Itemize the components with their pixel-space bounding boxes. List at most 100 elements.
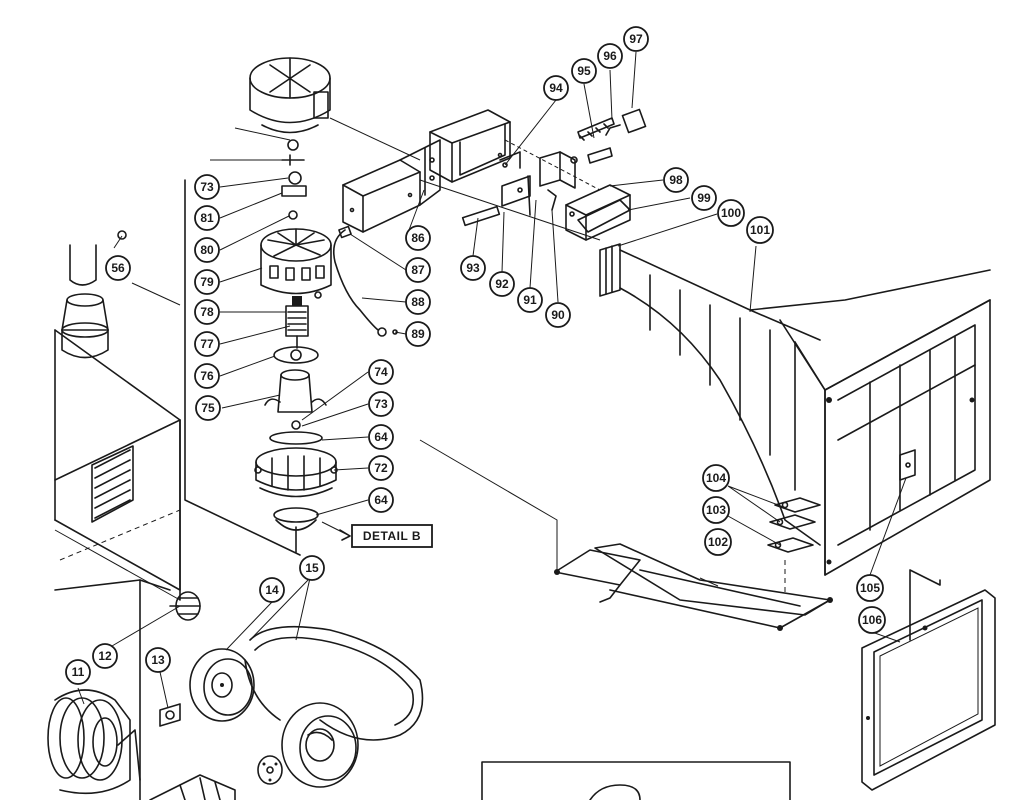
bracket-set-103-104 — [767, 497, 821, 553]
callout-100: 100 — [717, 199, 745, 227]
svg-text:86: 86 — [411, 231, 425, 245]
clip-91 — [539, 151, 576, 189]
svg-text:64: 64 — [374, 430, 388, 444]
svg-text:11: 11 — [72, 665, 85, 679]
callout-91: 91 — [517, 287, 543, 313]
callout-97: 97 — [623, 26, 649, 52]
support-stand-102 — [419, 439, 833, 631]
bracket-94 — [499, 151, 521, 169]
callout-102: 102 — [704, 528, 732, 556]
callout-73a: 73 — [194, 174, 220, 200]
blower-housing-72 — [254, 447, 338, 498]
callout-79: 79 — [194, 269, 220, 295]
svg-text:56: 56 — [111, 261, 125, 275]
svg-text:76: 76 — [200, 369, 214, 383]
callout-12: 12 — [92, 643, 118, 669]
motor-11 — [47, 689, 141, 795]
svg-text:74: 74 — [374, 365, 388, 379]
svg-text:102: 102 — [708, 535, 728, 549]
pin-90 — [547, 189, 557, 211]
svg-text:79: 79 — [200, 275, 214, 289]
junction-box — [429, 109, 511, 183]
callout-89: 89 — [405, 321, 431, 347]
callout-104: 104 — [702, 464, 730, 492]
callout-13: 13 — [145, 647, 171, 673]
svg-text:100: 100 — [721, 206, 741, 220]
callout-80: 80 — [194, 237, 220, 263]
flange-100 — [599, 243, 621, 297]
svg-text:105: 105 — [860, 581, 880, 595]
outlet-box — [824, 299, 991, 576]
callout-86: 86 — [405, 225, 431, 251]
callout-93: 93 — [460, 255, 486, 281]
svg-text:72: 72 — [374, 461, 388, 475]
svg-text:95: 95 — [577, 64, 591, 78]
motor-shell-75 — [264, 369, 327, 413]
callout-88: 88 — [405, 289, 431, 315]
strap-93 — [461, 205, 501, 227]
gasket-64 — [269, 431, 323, 445]
power-cord-88 — [332, 225, 398, 337]
svg-text:98: 98 — [669, 173, 683, 187]
svg-text:13: 13 — [151, 653, 165, 667]
callout-72: 72 — [368, 455, 394, 481]
svg-text:99: 99 — [697, 191, 711, 205]
washer-80 — [288, 210, 298, 220]
svg-text:73: 73 — [200, 180, 214, 194]
callout-14: 14 — [259, 577, 285, 603]
svg-text:94: 94 — [549, 81, 563, 95]
callout-78: 78 — [194, 299, 220, 325]
callout-76: 76 — [194, 363, 220, 389]
svg-text:90: 90 — [551, 308, 565, 322]
callout-64a: 64 — [368, 424, 394, 450]
motor-pulley-assembly — [47, 591, 424, 800]
callout-11: 11 — [65, 659, 91, 685]
drive-belts-15 — [244, 625, 424, 741]
inset-frame — [481, 761, 791, 800]
drive-motor — [149, 774, 236, 800]
filter-cap-56 — [61, 230, 127, 359]
svg-text:88: 88 — [411, 295, 425, 309]
detail-b-label: DETAIL B — [321, 521, 433, 548]
callout-90: 90 — [545, 302, 571, 328]
svg-text:93: 93 — [466, 261, 480, 275]
nut-73 — [288, 171, 302, 185]
callout-15: 15 — [299, 555, 325, 581]
svg-text:92: 92 — [495, 277, 509, 291]
washer-73b — [291, 420, 301, 430]
callout-64b: 64 — [368, 487, 394, 513]
control-box-assembly — [329, 109, 511, 337]
callout-101: 101 — [746, 216, 774, 244]
hardware-cluster — [419, 108, 647, 241]
svg-text:15: 15 — [305, 561, 319, 575]
callout-103: 103 — [702, 496, 730, 524]
bearing-plate-76 — [273, 346, 319, 364]
bushing-12 — [169, 591, 201, 621]
svg-text:81: 81 — [200, 211, 214, 225]
key-13 — [159, 703, 181, 727]
svg-text:DETAIL B: DETAIL B — [363, 529, 421, 543]
svg-text:89: 89 — [411, 327, 425, 341]
clamp-81 — [281, 185, 307, 197]
callout-96: 96 — [597, 43, 623, 69]
callout-105: 105 — [856, 574, 884, 602]
control-box — [342, 159, 421, 233]
callout-leaders — [77, 51, 907, 709]
callout-106: 106 — [858, 606, 886, 634]
svg-text:91: 91 — [523, 293, 537, 307]
callout-95: 95 — [571, 58, 597, 84]
svg-text:104: 104 — [706, 471, 726, 485]
svg-text:75: 75 — [201, 401, 215, 415]
motor-pulley — [281, 702, 359, 788]
fan-wheel-79 — [260, 228, 332, 295]
screw-96 — [587, 147, 613, 164]
callout-74: 74 — [368, 359, 394, 385]
svg-text:14: 14 — [265, 583, 279, 597]
motor-armature-78 — [285, 291, 322, 349]
frame-gasket-106 — [861, 569, 996, 791]
callout-73b: 73 — [368, 391, 394, 417]
svg-text:73: 73 — [374, 397, 388, 411]
svg-text:64: 64 — [374, 493, 388, 507]
horn-plenum-101 — [599, 243, 991, 576]
